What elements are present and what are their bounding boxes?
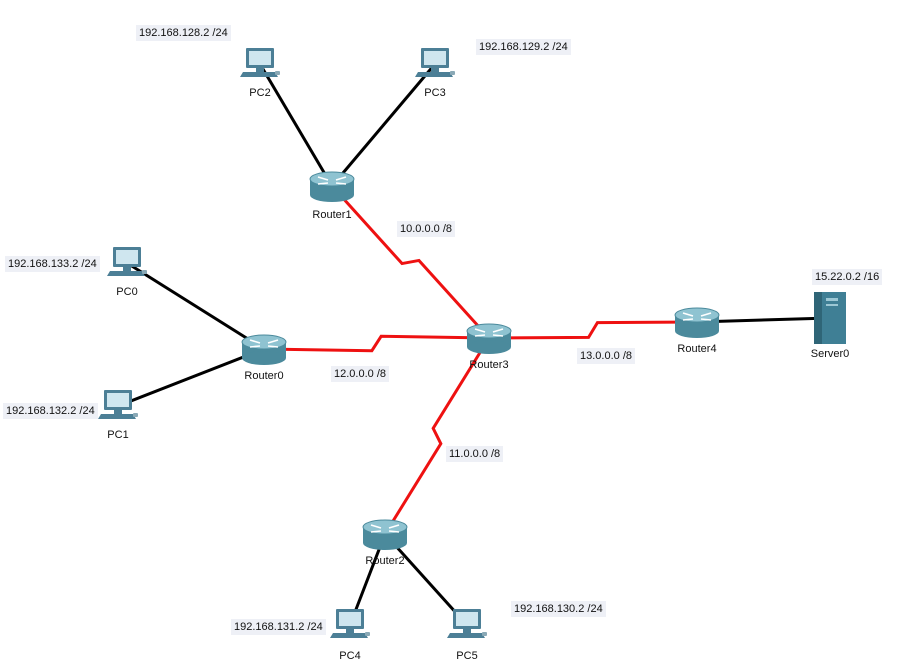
- pc1-label: PC1: [107, 429, 129, 441]
- router1-router-icon[interactable]: [309, 171, 355, 202]
- pc1-pc-icon[interactable]: [98, 390, 138, 419]
- pc0-label: PC0: [116, 286, 138, 298]
- note-pc5-ip: 192.168.130.2 /24: [511, 601, 606, 617]
- link-router3-router2[interactable]: [383, 337, 491, 535]
- link-router3-router4[interactable]: [488, 320, 698, 340]
- link-pc0-router0[interactable]: [126, 261, 265, 351]
- router0-router-icon[interactable]: [241, 334, 287, 365]
- router4-label: Router4: [677, 343, 717, 355]
- pc0-pc-icon[interactable]: [107, 247, 147, 276]
- note-net-13: 13.0.0.0 /8: [577, 348, 635, 364]
- pc2-label: PC2: [249, 87, 271, 99]
- router1-label: Router1: [312, 209, 352, 221]
- pc4-label: PC4: [339, 650, 361, 662]
- pc5-label: PC5: [456, 650, 478, 662]
- pc5-pc-icon[interactable]: [447, 609, 487, 638]
- router3-label: Router3: [469, 359, 509, 371]
- link-router4-server0[interactable]: [696, 316, 831, 324]
- pc4-pc-icon[interactable]: [330, 609, 370, 638]
- link-router1-router3[interactable]: [330, 184, 491, 340]
- note-net-10: 10.0.0.0 /8: [397, 221, 455, 237]
- link-pc1-router0[interactable]: [117, 347, 265, 408]
- note-net-12: 12.0.0.0 /8: [331, 366, 389, 382]
- note-pc3-ip: 192.168.129.2 /24: [476, 39, 571, 55]
- router2-router-icon[interactable]: [362, 519, 408, 550]
- router3-router-icon[interactable]: [466, 323, 512, 354]
- pc2-pc-icon[interactable]: [240, 48, 280, 77]
- note-server-ip: 15.22.0.2 /16: [812, 269, 883, 285]
- note-pc0-ip: 192.168.133.2 /24: [5, 256, 100, 272]
- server0-server-icon[interactable]: [814, 292, 846, 344]
- pc3-pc-icon[interactable]: [415, 48, 455, 77]
- note-pc1-ip: 192.168.132.2 /24: [3, 403, 98, 419]
- link-pc2-router1[interactable]: [258, 63, 334, 187]
- router4-router-icon[interactable]: [674, 307, 720, 338]
- pc3-label: PC3: [424, 87, 446, 99]
- note-net-11: 11.0.0.0 /8: [446, 446, 504, 462]
- note-pc2-ip: 192.168.128.2 /24: [136, 25, 231, 41]
- link-router0-router3[interactable]: [263, 334, 490, 353]
- server0-label: Server0: [810, 348, 850, 360]
- note-pc4-ip: 192.168.131.2 /24: [231, 619, 326, 635]
- link-pc3-router1[interactable]: [330, 63, 437, 187]
- router0-label: Router0: [244, 370, 284, 382]
- router2-label: Router2: [365, 555, 405, 567]
